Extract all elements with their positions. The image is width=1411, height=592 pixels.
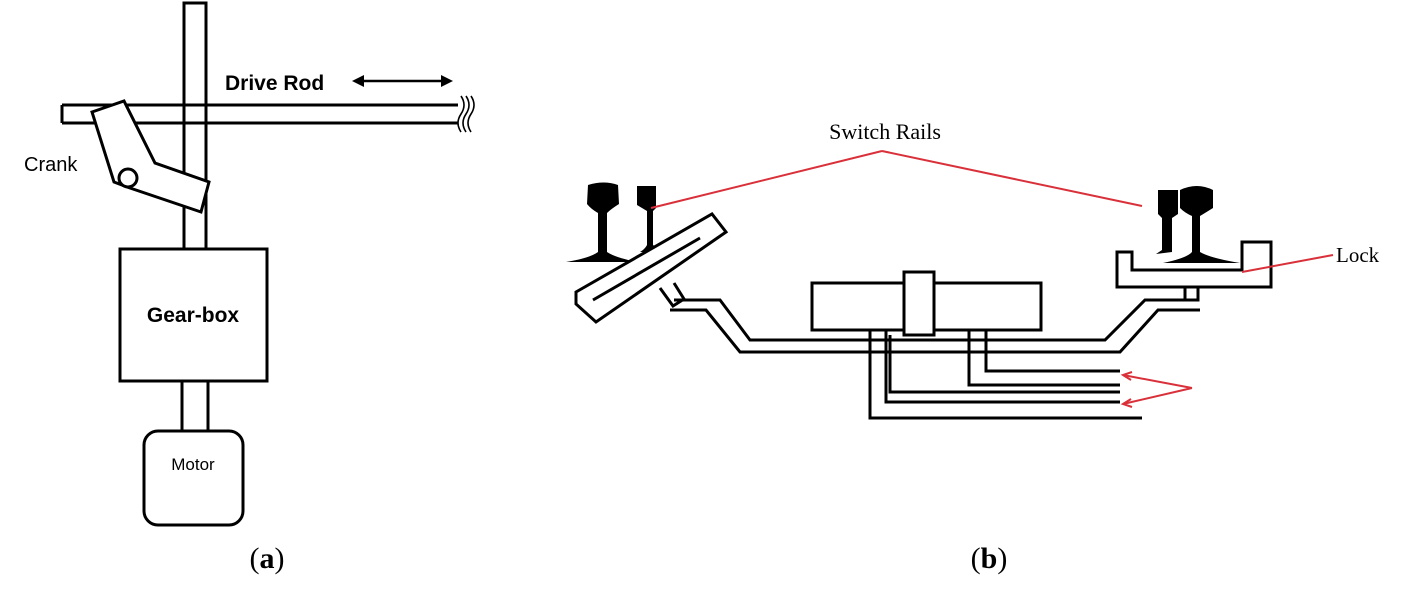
lock-frame: [1115, 240, 1273, 289]
crank: [90, 99, 211, 214]
lock-leader: [1241, 254, 1334, 273]
right-switch-rail: [1156, 190, 1178, 254]
panel-a: [60, 1, 475, 527]
detection-leader-lower: [1122, 387, 1193, 405]
left-slide-chair: [574, 212, 729, 324]
gear-box-label: Gear-box: [147, 304, 240, 327]
left-stock-rail: [566, 182, 638, 262]
break-symbol-icon: [457, 95, 475, 133]
panel-b: [566, 182, 1273, 420]
double-arrow-icon: [352, 75, 453, 87]
crank-pivot-icon: [117, 167, 139, 189]
caption-b: (b): [971, 542, 1008, 575]
coupling-shaft: [180, 379, 210, 433]
detection-rods: [868, 330, 1142, 420]
right-stock-rail: [1163, 186, 1240, 263]
arrowhead-upper-icon: [1120, 371, 1133, 381]
stretcher-bars: [670, 298, 1200, 354]
lock-label: Lock: [1336, 243, 1380, 267]
right-drop-link: [1183, 287, 1200, 302]
switch-rails-leader-left: [650, 150, 883, 209]
actuator-slider: [902, 270, 936, 337]
annotation-lines: [650, 150, 1334, 408]
drive-rod-label: Drive Rod: [225, 72, 324, 95]
detection-leader-upper: [1122, 374, 1193, 389]
left-switch-rail: [637, 186, 668, 252]
left-drop-link: [658, 282, 687, 309]
vertical-shaft: [182, 1, 208, 251]
switch-rails-leader-right: [881, 150, 1143, 207]
motor: [142, 429, 245, 527]
arrowhead-lower-icon: [1120, 398, 1133, 408]
switch-rails-label: Switch Rails: [829, 119, 941, 144]
crank-label: Crank: [24, 154, 78, 176]
motor-label: Motor: [171, 455, 215, 474]
caption-a: (a): [250, 542, 285, 575]
gear-box: [118, 247, 269, 383]
